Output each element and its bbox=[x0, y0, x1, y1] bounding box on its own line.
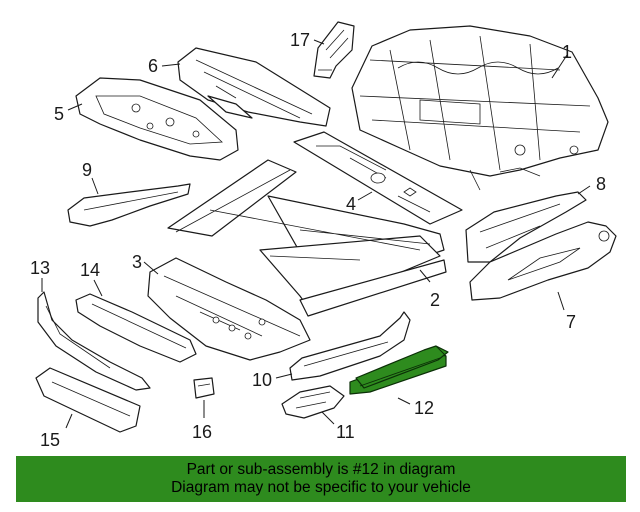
callout-6: 6 bbox=[148, 56, 158, 76]
part-1-seat-frame[interactable] bbox=[351, 25, 609, 191]
leader-17 bbox=[313, 39, 325, 45]
callout-11: 11 bbox=[336, 422, 355, 442]
callout-3: 3 bbox=[132, 252, 142, 272]
leader-11 bbox=[321, 411, 335, 425]
leader-10 bbox=[275, 373, 293, 379]
part-15-end-cover[interactable] bbox=[35, 367, 141, 433]
callout-5: 5 bbox=[54, 104, 64, 124]
callout-17: 17 bbox=[290, 30, 310, 50]
leader-6 bbox=[161, 63, 181, 67]
banner-line-1: Part or sub-assembly is #12 in diagram bbox=[186, 461, 456, 478]
leader-2 bbox=[419, 269, 431, 283]
callout-9: 9 bbox=[82, 160, 92, 180]
part-10-front-trim[interactable] bbox=[289, 311, 411, 381]
callout-7: 7 bbox=[566, 312, 576, 332]
banner-line-2: Diagram may not be specific to your vehi… bbox=[171, 479, 471, 496]
part-8-side-bracket[interactable] bbox=[465, 191, 587, 263]
part-6-plate[interactable] bbox=[177, 47, 331, 127]
part-3-rail-frame[interactable] bbox=[147, 257, 311, 361]
callout-13: 13 bbox=[30, 258, 50, 278]
part-4-component-kit[interactable] bbox=[293, 131, 463, 225]
part-11-cover[interactable] bbox=[281, 385, 345, 419]
leader-14 bbox=[93, 279, 103, 297]
part-7-side-cover[interactable] bbox=[469, 221, 617, 301]
callout-4: 4 bbox=[346, 194, 356, 214]
part-9-trim[interactable] bbox=[67, 183, 191, 227]
part-13-side-trim[interactable] bbox=[37, 291, 151, 391]
info-banner: Part or sub-assembly is #12 in diagram D… bbox=[16, 456, 626, 502]
part-14-trim[interactable] bbox=[75, 293, 197, 363]
callout-14: 14 bbox=[80, 260, 100, 280]
callout-2: 2 bbox=[430, 290, 440, 310]
leader-8 bbox=[577, 185, 591, 195]
parts-diagram: 1 2 3 4 5 6 7 8 9 10 11 12 13 14 15 16 1… bbox=[30, 21, 617, 450]
leader-3 bbox=[143, 261, 159, 275]
leader-5 bbox=[67, 103, 83, 111]
leader-12 bbox=[397, 397, 411, 405]
part-12-rail-cover-highlighted[interactable] bbox=[349, 345, 449, 395]
leader-9 bbox=[91, 177, 99, 195]
callout-15: 15 bbox=[40, 430, 60, 450]
part-17-bracket[interactable] bbox=[313, 21, 355, 79]
leader-1 bbox=[551, 54, 568, 79]
part-5-seat-pan[interactable] bbox=[75, 77, 239, 161]
leader-7 bbox=[557, 291, 565, 311]
callout-16: 16 bbox=[192, 422, 212, 442]
callout-10: 10 bbox=[252, 370, 272, 390]
part-2-seat-track[interactable] bbox=[167, 159, 447, 317]
callout-12: 12 bbox=[414, 398, 434, 418]
leader-4 bbox=[357, 191, 373, 201]
leader-15 bbox=[65, 413, 73, 429]
callout-1: 1 bbox=[562, 42, 572, 62]
callout-8: 8 bbox=[596, 174, 606, 194]
part-16-clip[interactable] bbox=[193, 377, 215, 399]
